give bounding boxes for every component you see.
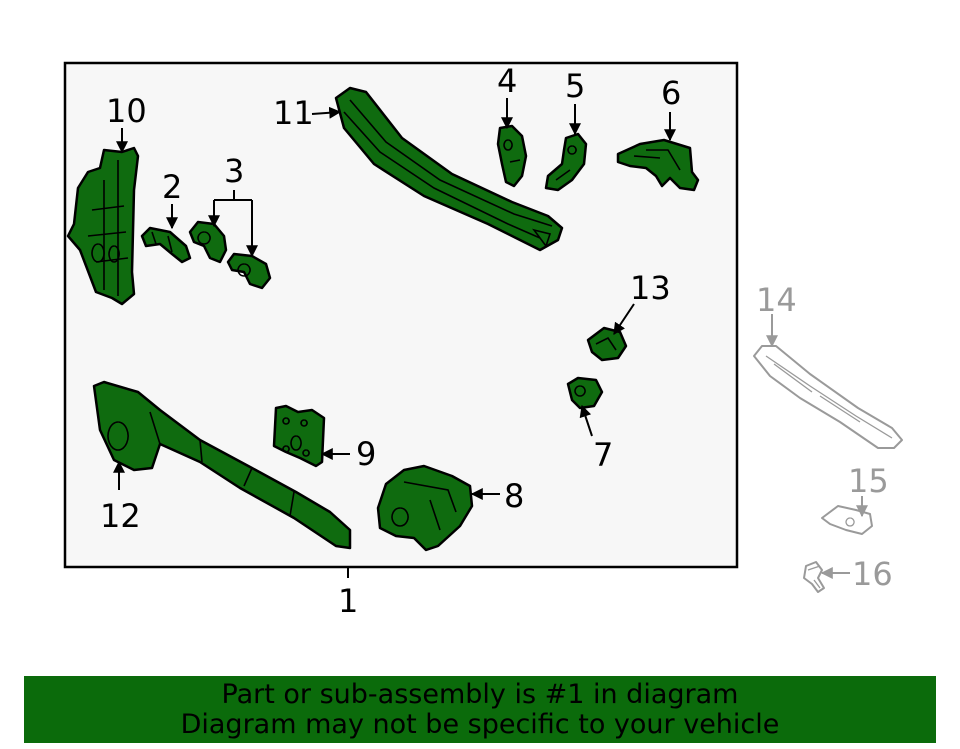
callout-11: 11 <box>273 94 314 132</box>
parts-diagram: 10 2 3 11 4 5 6 13 7 9 8 12 1 14 15 16 <box>63 61 903 620</box>
callout-13: 13 <box>630 269 671 307</box>
part-16-bolt[interactable] <box>803 561 825 593</box>
callout-9: 9 <box>356 435 376 473</box>
callout-2: 2 <box>162 168 182 206</box>
callout-7: 7 <box>593 436 613 474</box>
callout-1: 1 <box>338 582 358 620</box>
callout-12: 12 <box>100 497 141 535</box>
callout-16: 16 <box>852 555 893 593</box>
part-7-clip[interactable] <box>566 376 604 410</box>
part-2-bracket[interactable] <box>140 226 192 264</box>
part-9-plate[interactable] <box>272 404 326 468</box>
leader-lines <box>113 98 868 579</box>
part-12-lower-member[interactable] <box>92 380 352 550</box>
part-3-clips[interactable] <box>188 220 272 290</box>
banner-line-1: Part or sub-assembly is #1 in diagram <box>221 679 739 710</box>
callout-15: 15 <box>848 462 889 500</box>
part-8-mount-bracket[interactable] <box>376 464 474 552</box>
part-10-side-support[interactable] <box>66 146 140 306</box>
callout-10: 10 <box>106 92 147 130</box>
callout-5: 5 <box>565 67 585 105</box>
banner-line-2: Diagram may not be specific to your vehi… <box>180 709 780 740</box>
part-5-bracket[interactable] <box>544 132 588 192</box>
callout-3: 3 <box>224 152 244 190</box>
callout-4: 4 <box>497 62 517 100</box>
part-6-bracket[interactable] <box>616 138 700 192</box>
part-14-deflector[interactable] <box>753 345 903 449</box>
disclaimer-banner: Part or sub-assembly is #1 in diagram Di… <box>24 676 936 743</box>
callout-14: 14 <box>756 281 797 319</box>
part-4-bracket[interactable] <box>496 124 528 188</box>
part-13-grommet[interactable] <box>586 326 628 362</box>
callout-6: 6 <box>661 74 681 112</box>
part-11-upper-tie-bar[interactable] <box>334 86 564 252</box>
callout-8: 8 <box>504 477 524 515</box>
part-15-bracket[interactable] <box>821 505 873 535</box>
